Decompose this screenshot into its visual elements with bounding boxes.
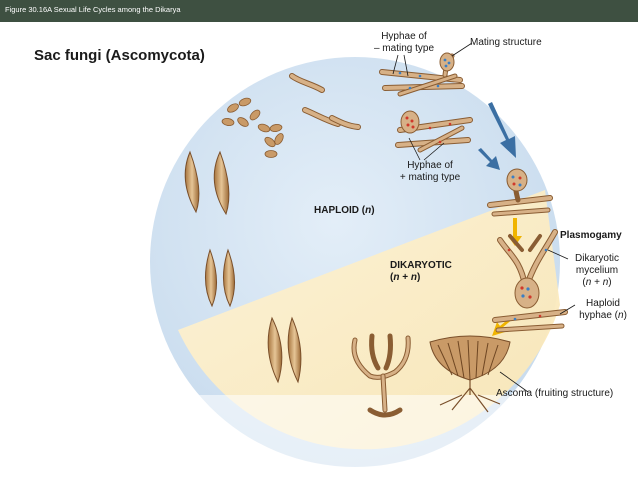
dikaryotic-region <box>178 190 560 450</box>
dikaryotic-mycelium-line1: Dikaryotic <box>575 253 619 264</box>
dikaryotic-n1: n <box>393 272 400 283</box>
figure-caption: Figure 30.16A Sexual Life Cycles among t… <box>5 5 181 14</box>
dikaryotic-plus: + <box>399 272 411 283</box>
haploid-hyphae-suffix: ) <box>623 310 627 321</box>
mycelium-n2: n <box>602 277 609 288</box>
haploid-suffix: ) <box>371 205 375 216</box>
mycelium-plus: + <box>591 277 603 288</box>
germinating-hyphae <box>289 73 361 130</box>
asci-mature <box>184 150 302 384</box>
dikaryotic-open: ( <box>390 272 394 283</box>
haploid-label: HAPLOID (n) <box>314 205 375 217</box>
dikaryotic-close: ) <box>416 272 421 283</box>
haploid-hyphae-label: Haploid hyphae (n) <box>572 298 634 322</box>
mating-structure-fused <box>487 168 553 217</box>
haploid-hyphae-line1: Haploid <box>586 298 620 309</box>
hyphae-minus-line2: – mating type <box>373 43 435 54</box>
dikaryotic-word: DIKARYOTIC <box>390 260 452 271</box>
hyphae-plus-line2: + mating type <box>399 172 461 183</box>
hyphae-minus-label: Hyphae of – mating type <box>366 31 442 55</box>
ascoma-fruiting-body <box>429 335 511 413</box>
haploid-hyphae-n: n <box>618 310 624 321</box>
dikaryotic-mycelium-line2: mycelium <box>575 265 619 276</box>
mating-structure-label: Mating structure <box>470 37 542 48</box>
ascospores <box>221 97 284 158</box>
hyphae-plus-line1: Hyphae of <box>407 160 453 171</box>
dikaryotic-mycelium <box>492 229 568 333</box>
ascoma-label: Ascoma (fruiting structure) <box>496 388 614 399</box>
figure-header-bar: Figure 30.16A Sexual Life Cycles among t… <box>0 0 638 22</box>
mycelium-close: ) <box>608 277 612 288</box>
plasmogamy-label: Plasmogamy <box>560 230 622 241</box>
dikaryotic-ploidy: (n + n) <box>390 272 452 284</box>
haploid-hyphae-prefix: hyphae ( <box>579 310 618 321</box>
white-fade <box>150 395 570 479</box>
hyphae-minus-line1: Hyphae of <box>381 31 427 42</box>
dikaryotic-mycelium-label: Dikaryotic mycelium (n + n) <box>566 253 628 289</box>
hyphae-minus-mating-type <box>379 52 465 97</box>
hyphae-plus-label: Hyphae of + mating type <box>390 160 470 184</box>
diagram-title: Sac fungi (Ascomycota) <box>34 47 205 64</box>
dikaryotic-mycelium-ploidy: (n + n) <box>566 277 628 289</box>
mycelium-open: ( <box>582 277 586 288</box>
dikaryotic-n2: n <box>410 272 417 283</box>
dikaryotic-label: DIKARYOTIC (n + n) <box>390 260 452 284</box>
haploid-n: n <box>365 205 372 216</box>
asci-developing <box>351 333 411 418</box>
mycelium-n1: n <box>585 277 592 288</box>
cycle-arrows-blue <box>478 102 516 170</box>
haploid-prefix: HAPLOID ( <box>314 205 366 216</box>
haploid-hyphae-line2: hyphae (n) <box>572 310 634 322</box>
